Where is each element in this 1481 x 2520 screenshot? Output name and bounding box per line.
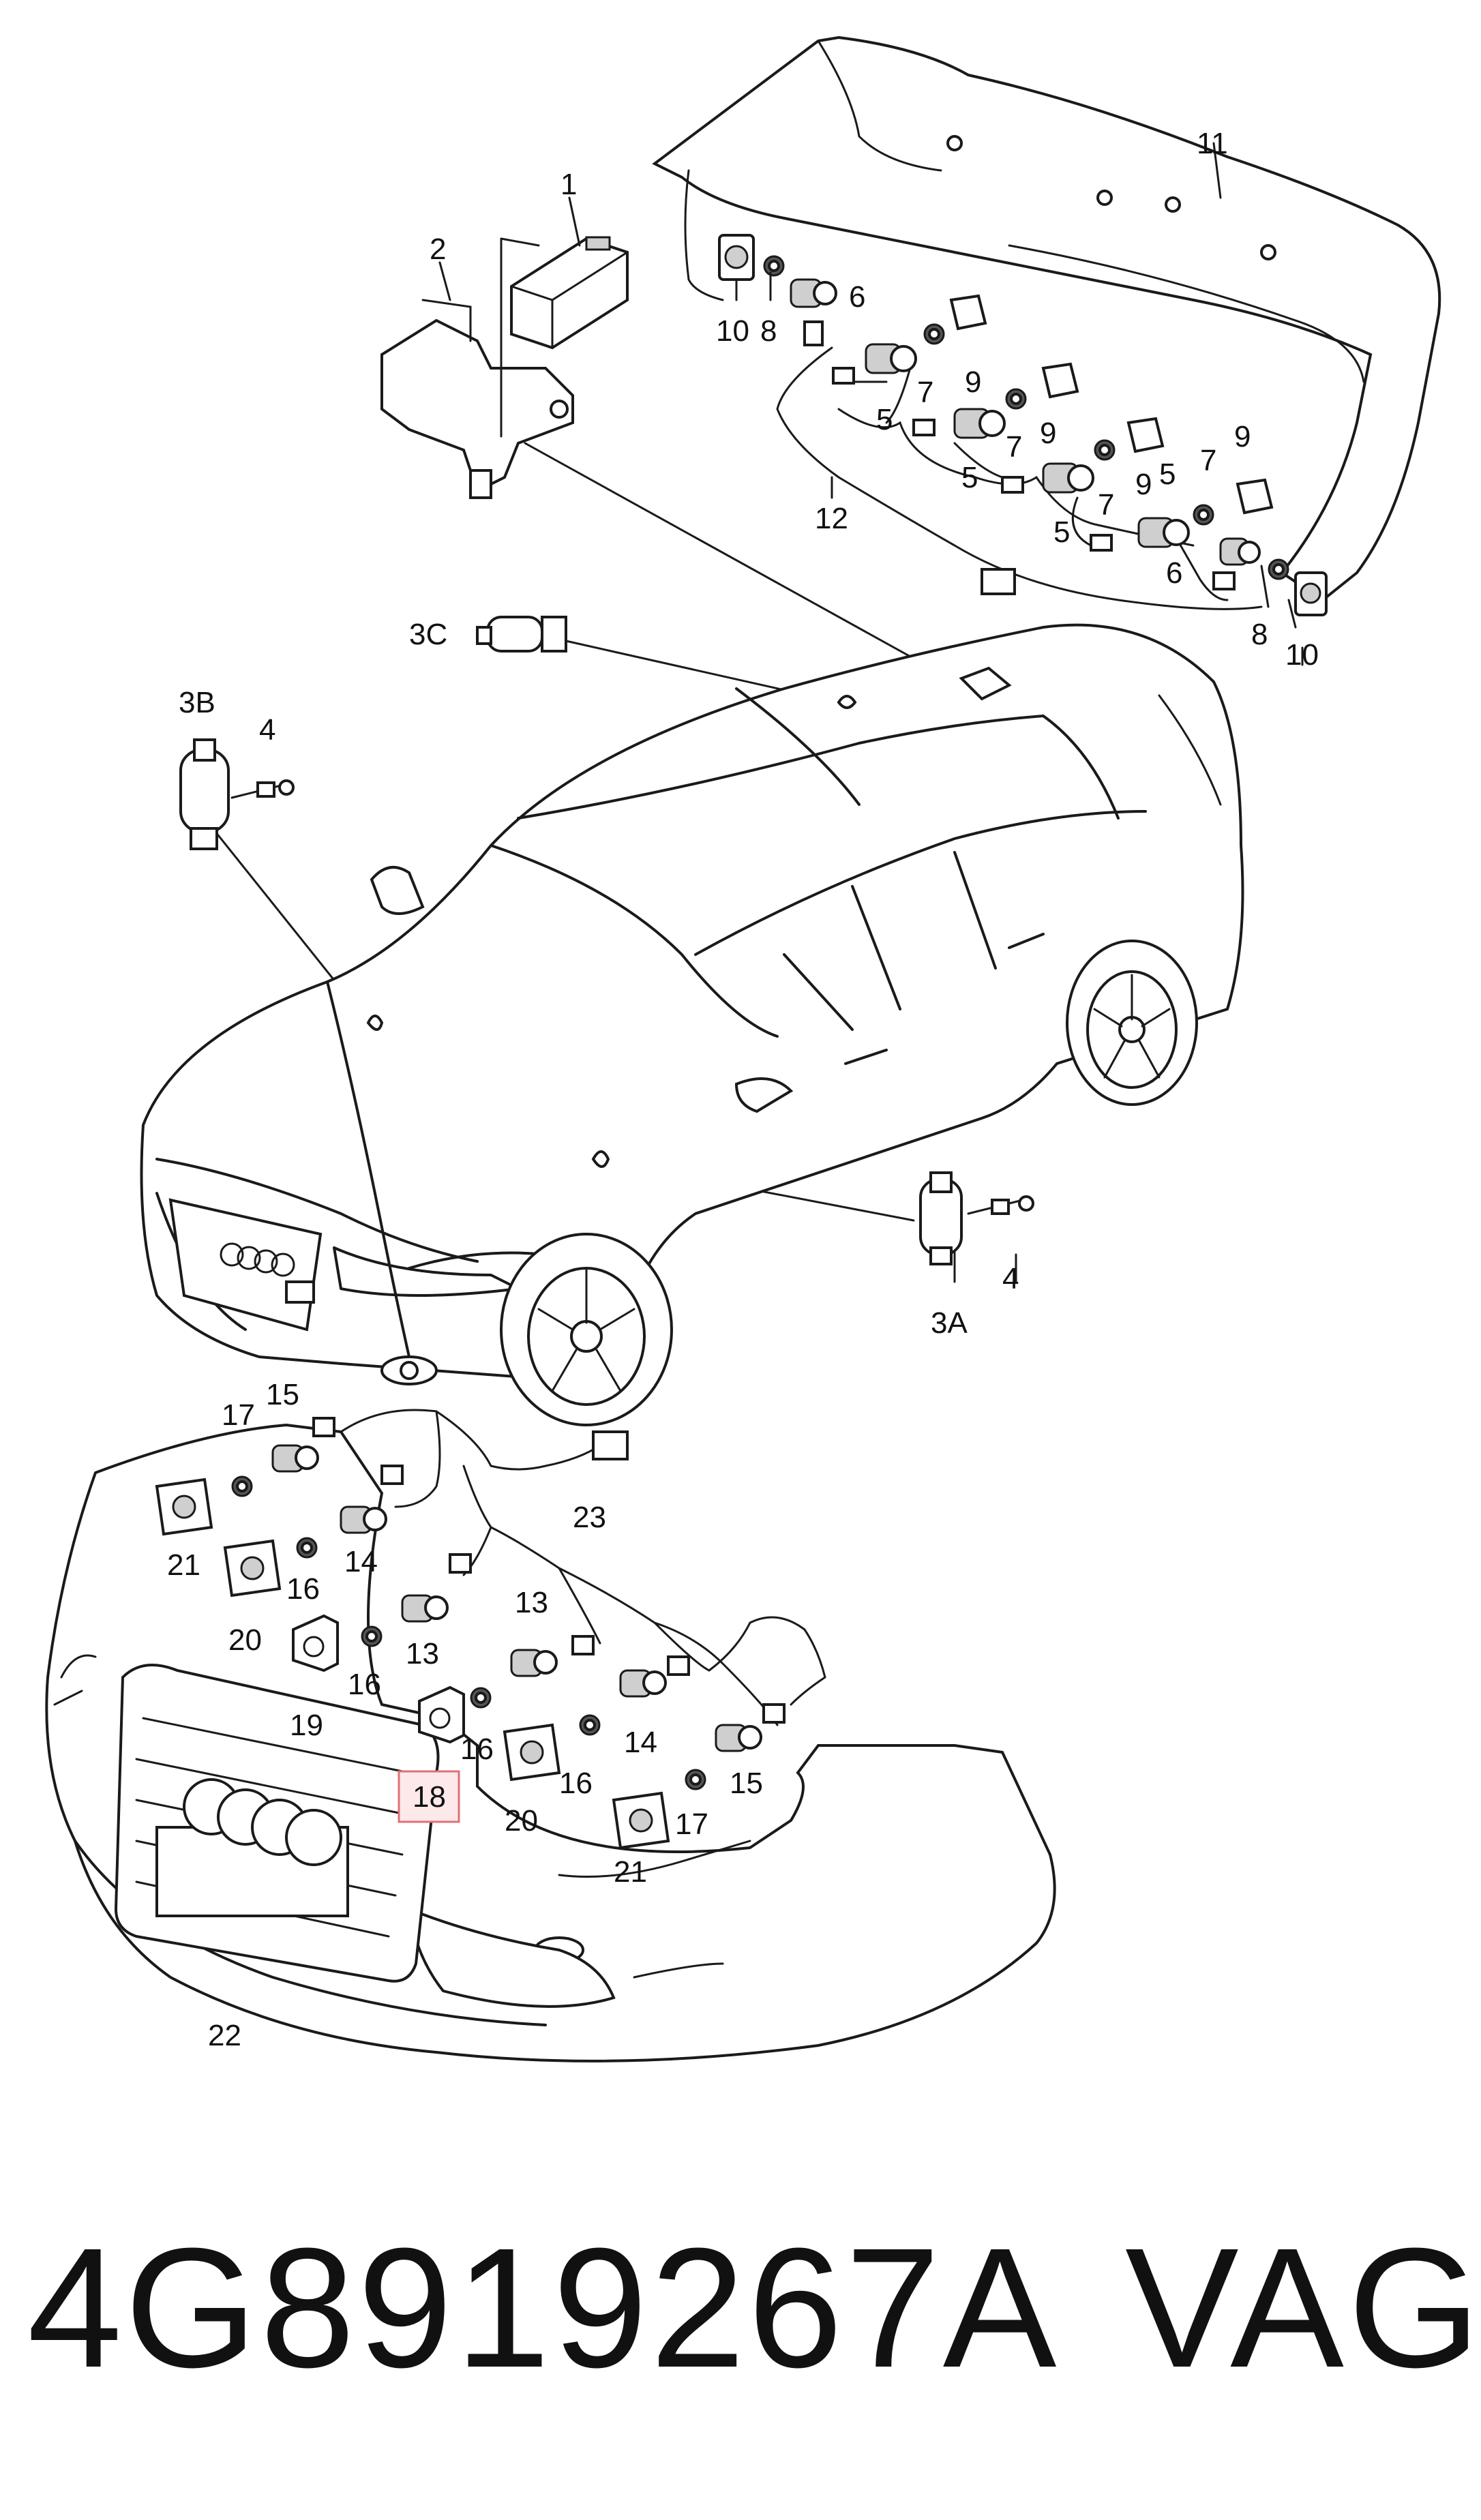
callout-23: 23	[573, 1501, 606, 1534]
callout-21-right: 21	[614, 1855, 647, 1889]
callout-9-a: 9	[965, 365, 981, 399]
callout-10-bottom: 10	[1285, 638, 1319, 672]
callout-9-d: 9	[1234, 420, 1251, 453]
callout-5-c: 5	[1053, 515, 1070, 549]
front-sensor-rings	[231, 1475, 706, 1790]
part-number: 4G8919267A	[27, 2212, 1060, 2403]
callout-17-right: 17	[675, 1807, 708, 1841]
callout-5-d: 5	[1159, 457, 1176, 491]
callout-16-d: 16	[559, 1767, 593, 1800]
callout-4-bottom: 4	[1002, 1262, 1019, 1295]
rear-parking-sensors	[790, 278, 1261, 566]
callout-15-left: 15	[266, 1378, 299, 1411]
callout-8-bottom: 8	[1251, 618, 1268, 651]
callout-16-a: 16	[286, 1572, 320, 1606]
callout-11: 11	[1197, 127, 1228, 160]
callout-2: 2	[430, 232, 446, 266]
car-mirror-and-handles	[370, 866, 1045, 1113]
callout-21-left: 21	[167, 1548, 200, 1582]
callout-8-top: 8	[760, 314, 777, 348]
car-body-outline	[140, 623, 1244, 1379]
car-grille	[168, 1198, 323, 1332]
callout-7-c: 7	[1098, 488, 1114, 522]
callout-3a: 3A	[931, 1306, 968, 1340]
sensor-3a	[919, 1171, 1034, 1265]
front-sensor-mounts	[155, 1478, 670, 1850]
front-parking-sensors	[271, 1444, 762, 1752]
callout-14-left: 14	[344, 1545, 378, 1578]
callout-6-bottom: 6	[1166, 556, 1182, 590]
highlight-box-18	[398, 1770, 460, 1823]
rear-harness-connectors	[803, 320, 1236, 595]
car-sensor-marks	[366, 666, 1012, 1168]
callout-18: 18	[413, 1780, 446, 1814]
callout-7-a: 7	[917, 376, 933, 409]
callout-9-c: 9	[1135, 468, 1152, 501]
front-bumper-grille	[114, 1664, 440, 1983]
front-wiring-harness	[340, 1409, 826, 1726]
callout-17-left: 17	[222, 1398, 255, 1432]
callout-6-top: 6	[849, 280, 865, 314]
callout-7-b: 7	[1006, 430, 1022, 464]
rear-wheel	[1066, 940, 1198, 1106]
callout-16-c: 16	[460, 1732, 494, 1766]
callout-5-b: 5	[961, 461, 978, 494]
front-sensor-brackets	[292, 1614, 465, 1744]
callout-12: 12	[815, 502, 848, 535]
car-headlight	[333, 1246, 520, 1385]
front-harness-connectors	[312, 1417, 786, 1724]
callout-4-top: 4	[259, 713, 275, 747]
callout-16-b: 16	[348, 1668, 381, 1701]
callout-19: 19	[290, 1709, 323, 1742]
callout-14-right: 14	[624, 1726, 657, 1759]
sensor-3b	[179, 738, 295, 850]
callout-22: 22	[208, 2019, 241, 2052]
callout-3c: 3C	[409, 618, 447, 651]
callout-20-right: 20	[505, 1804, 538, 1837]
callout-15-right: 15	[730, 1767, 763, 1800]
front-wheel	[500, 1233, 673, 1426]
callout-20-left: 20	[228, 1623, 262, 1657]
control-unit-bracket	[380, 299, 574, 499]
rear-sensor-brackets	[949, 294, 1274, 515]
rear-end-caps	[718, 234, 1328, 616]
callout-13-lower: 13	[406, 1637, 439, 1670]
callout-1: 1	[560, 168, 577, 201]
callout-10-top: 10	[716, 314, 749, 348]
sensor-3c	[476, 616, 567, 652]
callout-13-upper: 13	[515, 1586, 548, 1619]
callout-9-b: 9	[1040, 417, 1056, 450]
rear-sensor-rings	[763, 255, 1289, 580]
callout-7-d: 7	[1200, 444, 1216, 477]
callout-3b: 3B	[179, 686, 215, 719]
callout-5-a: 5	[876, 403, 893, 436]
brand-name: VAG	[1125, 2212, 1481, 2403]
parking-aid-control-unit	[510, 236, 629, 350]
